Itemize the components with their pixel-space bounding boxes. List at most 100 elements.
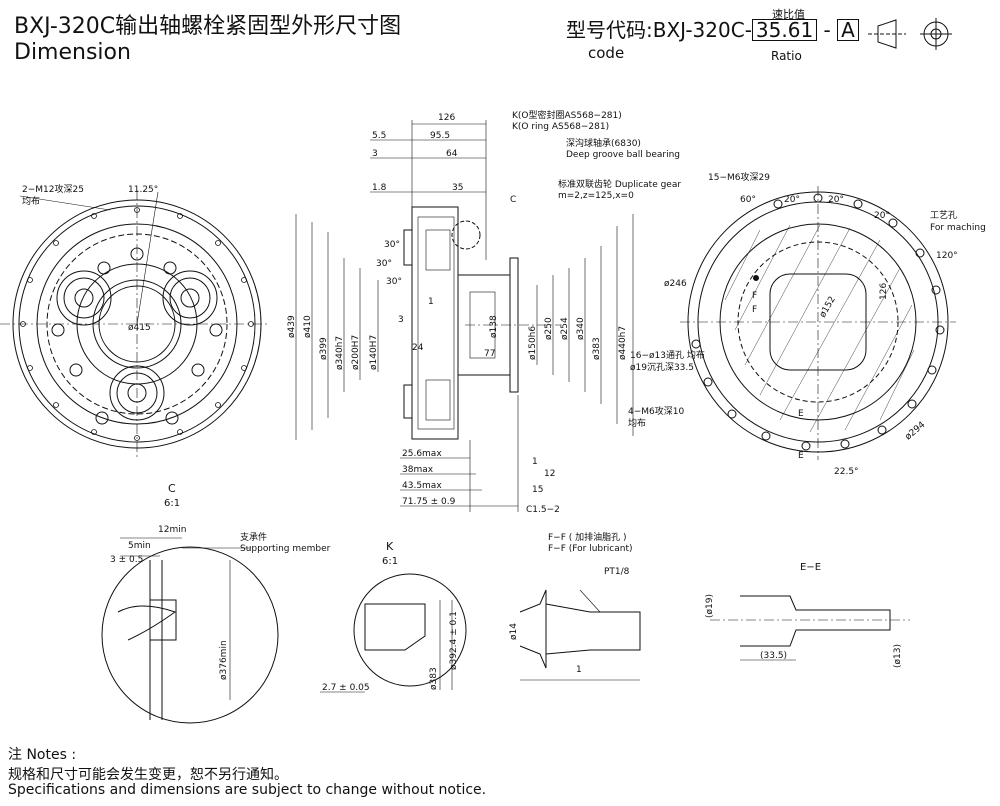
rear-angle-3: 20°	[874, 211, 890, 221]
rear-angle-2: 20°	[828, 195, 844, 205]
dim-mid-0: 1	[428, 297, 434, 307]
projection-symbol-icon	[868, 18, 952, 50]
dim-left-2: ø399	[319, 337, 329, 360]
marker-f-2: F	[752, 305, 757, 315]
detail-k	[320, 573, 467, 693]
detail-f-title-cn: F−F ( 加排油脂孔 )	[548, 531, 627, 543]
detail-c-marker: C	[510, 195, 516, 205]
detail-k-dim-0: ø392.4 ± 0.1	[449, 611, 459, 670]
detail-k-dim-2: 2.7 ± 0.05	[322, 683, 370, 693]
detail-c-dim-0: 12min	[158, 525, 186, 535]
rear-dim-2: 126	[879, 283, 889, 300]
front-gear-2-icon	[162, 270, 218, 326]
dim-top-6: 35	[452, 183, 463, 193]
front-angle: 11.25°	[128, 185, 158, 195]
rear-dim-1: ø152	[818, 295, 838, 320]
dim-bottom-0: 25.6max	[402, 449, 442, 459]
angle-1: 30°	[376, 259, 392, 269]
front-gear-1-icon	[56, 270, 112, 326]
detail-f-title-en: F−F (For lubricant)	[548, 544, 633, 554]
dim-bottom-5: 12	[544, 469, 555, 479]
front-bolt-holes	[51, 247, 223, 425]
detail-f-dim-2: 1	[576, 665, 582, 675]
dim-top-3: 3	[372, 149, 378, 159]
rear-angle-0: 60°	[740, 195, 756, 205]
drawing-title-en: Dimension	[14, 40, 131, 65]
detail-f-dim-1: ø14	[509, 623, 519, 640]
dim-mid-1: 3	[398, 315, 404, 325]
front-tap-note: 2−M12攻深25	[22, 183, 84, 195]
rear-bolt-holes	[691, 193, 945, 451]
dim-right-5: ø383	[592, 337, 602, 360]
drawing-title-cn: BXJ-320C输出轴螺栓紧固型外形尺寸图	[14, 14, 402, 39]
angle-2: 30°	[386, 277, 402, 287]
front-gear-3-icon	[109, 365, 165, 421]
detail-c-scale: 6:1	[164, 498, 180, 509]
model-code-label: 型号代码:BXJ-320C-	[566, 18, 752, 42]
detail-e	[710, 595, 910, 661]
marker-e-2: E	[798, 451, 804, 461]
gear-label: 标准双联齿轮 Duplicate gear	[558, 178, 681, 190]
rear-dim-0: ø246	[664, 279, 687, 289]
dim-left-0: ø439	[287, 315, 297, 338]
marker-e-1: E	[798, 409, 804, 419]
notes-line-en: Specifications and dimensions are subjec…	[8, 782, 487, 798]
ratio-label-en: Ratio	[771, 49, 802, 63]
notes-line-cn: 规格和尺寸可能会发生变更，恕不另行通知。	[8, 767, 288, 783]
dim-bottom-6: 15	[532, 485, 543, 495]
rear-dim-3: ø294	[904, 420, 928, 442]
thru-note: 16−ø13通孔 均布	[630, 349, 705, 361]
hole-label-cn: 工艺孔	[930, 210, 957, 221]
detail-c	[101, 537, 279, 724]
dim-left-4: ø200H7	[351, 335, 361, 370]
tap2-note-2: 均布	[628, 417, 646, 429]
detail-e-dim-2: (ø13)	[893, 644, 903, 668]
detail-k-scale: 6:1	[382, 556, 398, 567]
dim-bottom-4: 1	[532, 457, 538, 467]
oring-label-en: K(O ring AS568−281)	[512, 122, 609, 132]
dim-mid-2: 24	[412, 343, 424, 353]
detail-f	[519, 589, 641, 681]
dim-left-5: ø140H7	[369, 335, 379, 370]
rear-angle-5: 22.5°	[834, 467, 859, 477]
support-label-cn: 支承件	[240, 531, 267, 543]
support-label-en: Supporting member	[240, 544, 331, 554]
code-dash: -	[823, 18, 831, 42]
code-label-en: code	[588, 44, 625, 62]
detail-e-title: E−E	[800, 562, 821, 573]
ratio-label-cn: 速比值	[772, 8, 805, 21]
dim-bottom-1: 38max	[402, 465, 434, 475]
front-tap-holes	[20, 207, 254, 441]
variant-code: A	[837, 19, 859, 41]
dim-top-4: 64	[446, 149, 458, 159]
detail-e-dim-1: (33.5)	[760, 651, 787, 661]
marker-f-1: F	[752, 291, 757, 301]
model-code-row: 型号代码:BXJ-320C-35.61 - A	[566, 14, 859, 43]
dim-right-2: ø250	[544, 317, 554, 340]
thru-note-2: ø19沉孔深33.5	[630, 362, 694, 373]
detail-f-dim-0: PT1/8	[604, 567, 630, 577]
dim-top-0: 126	[438, 113, 455, 123]
rear-tap-note: 15−M6攻深29	[708, 171, 770, 183]
dim-bottom-2: 43.5max	[402, 481, 442, 491]
dim-left-3: ø340h7	[335, 336, 345, 370]
detail-e-dim-0: (ø19)	[705, 594, 715, 618]
angle-0: 30°	[384, 240, 400, 250]
dim-bottom-3: 71.75 ± 0.9	[402, 497, 456, 507]
front-pcd: ø415	[128, 323, 151, 333]
detail-c-title: C	[168, 482, 176, 495]
dim-right-0: ø138	[489, 315, 499, 338]
dim-right-4: ø340	[576, 317, 586, 340]
ratio-value: 35.61	[751, 19, 818, 41]
rear-angle-1: 20°	[784, 195, 800, 205]
dim-right-1: ø150h6	[528, 326, 538, 360]
gear-param: m=2,z=125,x=0	[558, 191, 634, 201]
front-view	[0, 190, 268, 460]
detail-c-dim-3: ø376min	[219, 640, 229, 680]
front-tap-note-2: 均布	[22, 195, 40, 207]
dim-bottom-7: C1.5−2	[526, 505, 560, 515]
rear-angle-4: 120°	[936, 251, 958, 261]
notes-heading: 注 Notes :	[8, 747, 77, 763]
dim-top-2: 95.5	[430, 131, 450, 141]
